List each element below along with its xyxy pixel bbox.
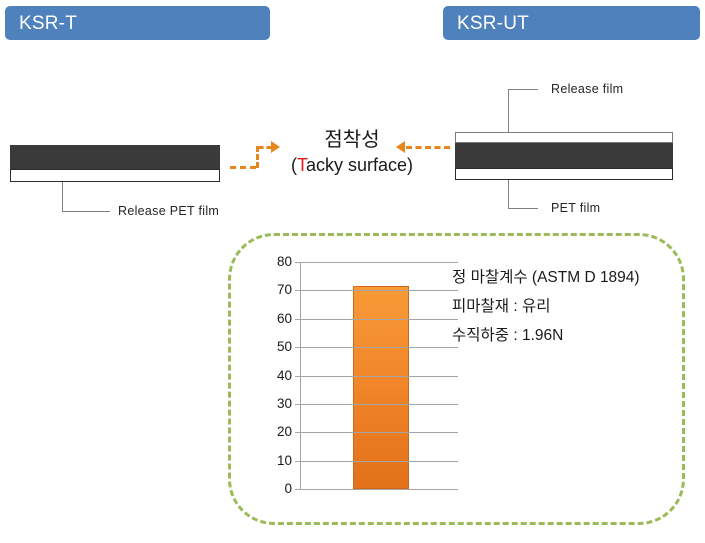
chart-y-tick-label: 60 — [276, 310, 292, 326]
right-tacky-arrowhead-icon — [396, 141, 405, 153]
left-tacky-arrow-segment-top — [258, 146, 272, 149]
chart-gridline — [300, 375, 458, 377]
chart-gridline — [300, 262, 458, 263]
banner-ksr-t-label: KSR-T — [19, 12, 77, 34]
tacky-surface-callout: 점착성 (Tacky surface) — [282, 128, 422, 177]
chart-bar-static-friction — [353, 286, 409, 489]
left-callout-line-vertical — [62, 182, 63, 211]
right-bottom-callout-line-horizontal — [508, 208, 538, 209]
chart-y-tick — [295, 318, 300, 320]
chart-y-tick — [295, 347, 300, 349]
left-release-pet-layer — [10, 169, 220, 182]
chart-y-tick — [295, 403, 300, 405]
banner-ksr-ut-label: KSR-UT — [457, 12, 529, 34]
left-callout-line-horizontal — [62, 211, 110, 212]
right-pet-film-layer — [455, 168, 673, 180]
chart-note-1: 피마찰재 : 유리 — [452, 298, 551, 315]
chart-y-tick — [295, 290, 300, 292]
tacky-highlight-letter: T — [296, 155, 306, 175]
chart-gridline — [300, 460, 458, 462]
banner-ksr-t: KSR-T — [5, 6, 270, 40]
right-bottom-callout-line-vertical — [508, 180, 509, 208]
chart-y-tick-label: 70 — [276, 282, 292, 298]
left-tacky-arrow-segment-vertical — [256, 146, 259, 168]
tacky-surface-english: (Tacky surface) — [282, 153, 422, 177]
chart-y-tick — [295, 375, 300, 377]
friction-bar-chart: 0 10 20 30 40 50 60 70 80 — [258, 254, 458, 507]
right-top-callout-line-horizontal — [508, 89, 538, 90]
chart-y-tick-label: 10 — [276, 452, 292, 468]
chart-note-0: 정 마찰계수 (ASTM D 1894) — [452, 269, 640, 286]
chart-y-tick — [295, 460, 300, 462]
left-tacky-arrow-segment-horizontal — [230, 166, 256, 169]
chart-y-tick-label: 40 — [276, 367, 292, 383]
tacky-surface-korean: 점착성 — [324, 129, 380, 151]
right-adhesive-layer — [455, 143, 673, 168]
left-adhesive-layer — [10, 145, 220, 169]
chart-gridline — [300, 403, 458, 405]
chart-y-tick-label: 0 — [284, 481, 292, 496]
chart-panel-outline — [228, 233, 685, 525]
chart-y-tick — [295, 262, 300, 263]
chart-note-2: 수직하중 : 1.96N — [452, 327, 564, 344]
chart-y-tick — [295, 489, 300, 490]
chart-y-tick-label: 30 — [276, 395, 292, 411]
right-top-callout-line-vertical — [508, 89, 509, 133]
chart-gridline — [300, 489, 458, 490]
chart-annotations: 정 마찰계수 (ASTM D 1894) 피마찰재 : 유리 수직하중 : 1.… — [452, 263, 640, 350]
right-bottom-callout-label: PET film — [551, 201, 601, 215]
tacky-rest: acky surface) — [305, 155, 414, 175]
left-tacky-arrowhead-icon — [271, 141, 280, 153]
chart-plot-area: 0 10 20 30 40 50 60 70 80 — [277, 254, 458, 496]
chart-gridline — [300, 318, 458, 320]
right-tacky-arrow-segment — [406, 146, 450, 149]
chart-y-tick-label: 20 — [276, 424, 292, 440]
right-release-film-layer — [455, 132, 673, 143]
chart-gridline — [300, 432, 458, 434]
tacky-paren-open: ( — [290, 155, 297, 175]
left-callout-label: Release PET film — [118, 204, 220, 218]
banner-ksr-ut: KSR-UT — [443, 6, 700, 40]
chart-gridline — [300, 347, 458, 349]
right-top-callout-label: Release film — [551, 82, 624, 96]
chart-y-tick — [295, 432, 300, 434]
chart-y-tick-label: 80 — [276, 254, 292, 269]
chart-y-tick-label: 50 — [276, 339, 292, 355]
chart-gridline — [300, 290, 458, 292]
